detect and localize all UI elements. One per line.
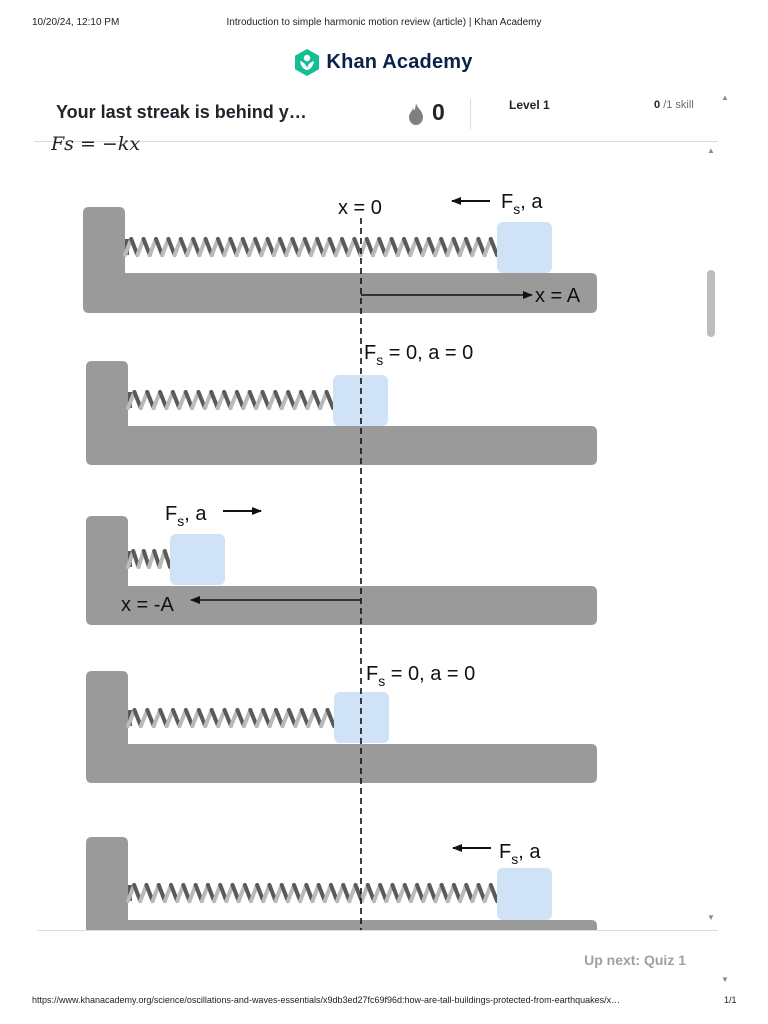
diagram-panel-1: x = 0 Fs, a x = A xyxy=(83,191,597,313)
panel-5-label-1: Fs, a xyxy=(499,841,541,867)
print-url: https://www.khanacademy.org/science/osci… xyxy=(32,995,621,1005)
print-page-title: Introduction to simple harmonic motion r… xyxy=(226,17,542,28)
wall-4 xyxy=(86,671,597,783)
print-header: 10/20/24, 12:10 PM Introduction to simpl… xyxy=(0,17,768,31)
level-label: Level 1 xyxy=(509,98,550,112)
diagram-panel-5: Fs, a xyxy=(86,837,597,960)
streak-divider xyxy=(470,99,471,129)
block-1 xyxy=(497,222,552,273)
formula-partial: Fs = −kx xyxy=(51,130,191,156)
block-4 xyxy=(334,692,389,743)
wall-2 xyxy=(86,361,597,465)
wall-3 xyxy=(86,516,597,625)
diagram-panel-3: Fs, a x = -A xyxy=(86,503,597,625)
skill-suffix: /1 skill xyxy=(663,99,694,111)
spring-1 xyxy=(123,237,499,257)
print-datetime: 10/20/24, 12:10 PM xyxy=(32,17,120,28)
khan-academy-logo-icon xyxy=(295,48,320,76)
article-scrollbar-thumb[interactable] xyxy=(707,270,715,337)
up-next-bar: Up next: Quiz 1 xyxy=(37,930,718,991)
block-3 xyxy=(170,534,225,585)
article-scroll-up-icon[interactable]: ▲ xyxy=(707,146,715,155)
panel-1-label-3: x = A xyxy=(535,285,581,307)
wall-5 xyxy=(86,837,597,960)
panel-4-label-1: Fs = 0, a = 0 xyxy=(366,663,475,689)
spring-3 xyxy=(126,549,172,569)
panel-3-label-1: Fs, a xyxy=(165,503,207,529)
streak-count: 0 xyxy=(432,99,445,125)
wall-1 xyxy=(83,207,597,313)
panel-1-label-1: x = 0 xyxy=(338,197,382,219)
panel-3-label-2: x = -A xyxy=(121,594,174,616)
logo-text: Khan Academy xyxy=(326,50,473,73)
spring-4 xyxy=(126,708,336,728)
streak-bar: Your last streak is behind y… 0 Level 1 … xyxy=(34,86,718,142)
print-page-number: 1/1 xyxy=(724,995,737,1005)
page-scroll-down-icon[interactable]: ▼ xyxy=(721,975,729,984)
spring-5 xyxy=(126,883,499,903)
up-next-link[interactable]: Up next: Quiz 1 xyxy=(584,952,686,968)
page-scroll-up-icon[interactable]: ▲ xyxy=(721,93,729,102)
panel-2-label-1: Fs = 0, a = 0 xyxy=(364,342,473,368)
diagram-panel-4: Fs = 0, a = 0 xyxy=(86,663,597,783)
streak-title: Your last streak is behind y… xyxy=(56,102,307,122)
panel-1-label-2: Fs, a xyxy=(501,191,543,217)
skill-progress: 0 /1 skill xyxy=(654,99,694,111)
flame-icon xyxy=(409,103,423,125)
article-scroll-down-icon[interactable]: ▼ xyxy=(707,913,715,922)
formula-text: Fs = −kx xyxy=(51,133,141,155)
khan-academy-logo[interactable]: Khan Academy xyxy=(0,47,768,77)
spring-2 xyxy=(126,390,335,410)
skill-count: 0 xyxy=(654,99,661,111)
block-5 xyxy=(497,868,552,920)
diagram-panel-2: Fs = 0, a = 0 xyxy=(86,342,597,465)
print-footer: https://www.khanacademy.org/science/osci… xyxy=(0,995,768,1009)
